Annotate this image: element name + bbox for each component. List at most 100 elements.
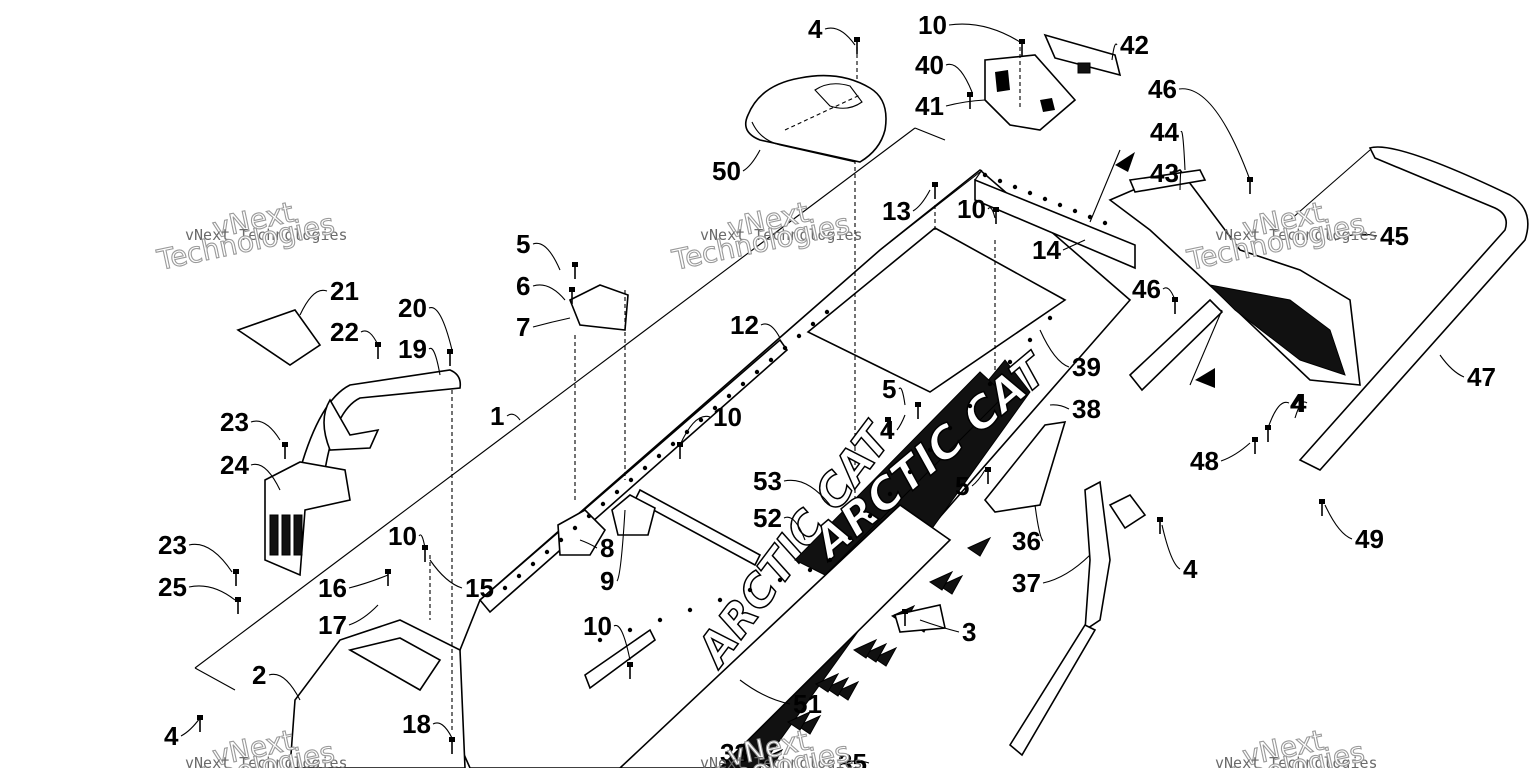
leader-line bbox=[896, 414, 906, 431]
rivet-hole bbox=[847, 535, 853, 541]
leader-line bbox=[428, 347, 441, 376]
callout-label: 46 bbox=[1148, 74, 1177, 104]
plate-8 bbox=[557, 509, 607, 556]
slide-rail bbox=[1008, 623, 1097, 757]
rivet-hole bbox=[586, 513, 592, 519]
rivet-hole bbox=[796, 333, 802, 339]
callout-label: 35 bbox=[838, 748, 867, 768]
rivet-hole bbox=[572, 525, 578, 531]
bolt bbox=[233, 569, 239, 586]
callout-label: 39 bbox=[1072, 352, 1101, 382]
callout-label: 33 bbox=[720, 738, 749, 768]
leader-line bbox=[616, 509, 626, 582]
leader-line bbox=[919, 619, 960, 633]
leader-line bbox=[1220, 442, 1251, 462]
bolt bbox=[572, 262, 578, 279]
bolt bbox=[197, 715, 203, 732]
leader-line bbox=[912, 189, 931, 212]
rivet-hole bbox=[558, 537, 564, 543]
rivet-hole bbox=[627, 627, 633, 633]
rivet-hole bbox=[887, 491, 893, 497]
rear-bracket-41 bbox=[984, 54, 1077, 131]
leader-line bbox=[948, 23, 1021, 43]
rivet-hole bbox=[982, 172, 988, 178]
callout-label: 24 bbox=[220, 450, 249, 480]
watermark-text: vNext Technologies bbox=[700, 754, 863, 768]
rivet-hole bbox=[656, 453, 662, 459]
watermark-text: vNext Technologies bbox=[700, 226, 863, 244]
rivet-hole bbox=[717, 597, 723, 603]
leader-line bbox=[1267, 401, 1290, 429]
leader-line bbox=[1062, 239, 1086, 251]
callout-label: 20 bbox=[398, 293, 427, 323]
leader-line bbox=[348, 574, 389, 589]
callout-label: 46 bbox=[1132, 274, 1161, 304]
leader-line bbox=[1049, 404, 1070, 410]
leader-line bbox=[299, 289, 328, 316]
callout-label: 43 bbox=[1150, 158, 1179, 188]
leader-line bbox=[1439, 354, 1465, 378]
watermark-text: vNext Technologies bbox=[185, 226, 348, 244]
leader-line bbox=[429, 559, 463, 589]
rivet-hole bbox=[1007, 359, 1013, 365]
rivet-hole bbox=[827, 557, 833, 563]
callout-label: 10 bbox=[583, 611, 612, 641]
callout-label: 4 bbox=[808, 14, 823, 44]
leader-line bbox=[945, 63, 973, 93]
leader-line bbox=[360, 330, 379, 346]
rivet-hole bbox=[807, 567, 813, 573]
callout-label: 3 bbox=[962, 617, 976, 647]
plate-9 bbox=[611, 494, 656, 536]
bar-19 bbox=[298, 369, 462, 471]
rivet-hole bbox=[1027, 190, 1033, 196]
rivet-hole bbox=[997, 178, 1003, 184]
bolt bbox=[985, 467, 991, 484]
callout-label: 6 bbox=[516, 271, 530, 301]
bumper-47 bbox=[1289, 146, 1529, 471]
bolt bbox=[569, 287, 575, 304]
bolt bbox=[1252, 437, 1258, 454]
rivet-hole bbox=[754, 369, 760, 375]
callout-label: 40 bbox=[915, 50, 944, 80]
cutout-triangle bbox=[824, 676, 850, 697]
rivet-hole bbox=[777, 577, 783, 583]
callout-label: 42 bbox=[1120, 30, 1149, 60]
callout-label: 8 bbox=[600, 533, 614, 563]
leader-line bbox=[532, 317, 571, 328]
callout-label: 19 bbox=[398, 334, 427, 364]
rivet-hole bbox=[824, 309, 830, 315]
bolt bbox=[235, 597, 241, 614]
callout-label: 44 bbox=[1150, 117, 1179, 147]
bolt bbox=[447, 349, 453, 366]
hardware-bolts bbox=[197, 37, 1325, 754]
callout-label: 25 bbox=[158, 572, 187, 602]
bulkhead-2 bbox=[289, 619, 466, 768]
leader-line bbox=[898, 387, 906, 406]
rivet-hole bbox=[628, 477, 634, 483]
tunnel-rails bbox=[478, 338, 789, 690]
leader-line bbox=[432, 722, 453, 739]
leader-line bbox=[579, 539, 598, 549]
callout-label: 2 bbox=[252, 660, 266, 690]
leader-line bbox=[188, 585, 236, 601]
leader-line bbox=[987, 207, 996, 219]
rivet-hole bbox=[670, 441, 676, 447]
leader-line bbox=[783, 479, 831, 506]
rivet-hole bbox=[782, 345, 788, 351]
leader-line bbox=[1161, 524, 1181, 570]
bolt bbox=[993, 207, 999, 224]
callout-labels: 1234444445556789101010101012131415161718… bbox=[158, 10, 1496, 768]
cutout-triangle bbox=[928, 570, 954, 591]
leader-line bbox=[1162, 287, 1176, 301]
rivet-hole bbox=[657, 617, 663, 623]
rivet-hole bbox=[516, 573, 522, 579]
cutout-triangle bbox=[862, 642, 888, 663]
bolt bbox=[449, 737, 455, 754]
rivet-hole bbox=[614, 489, 620, 495]
rivet-hole bbox=[1047, 315, 1053, 321]
rivet-hole bbox=[867, 513, 873, 519]
rivet-hole bbox=[907, 469, 913, 475]
bolt bbox=[902, 609, 908, 626]
